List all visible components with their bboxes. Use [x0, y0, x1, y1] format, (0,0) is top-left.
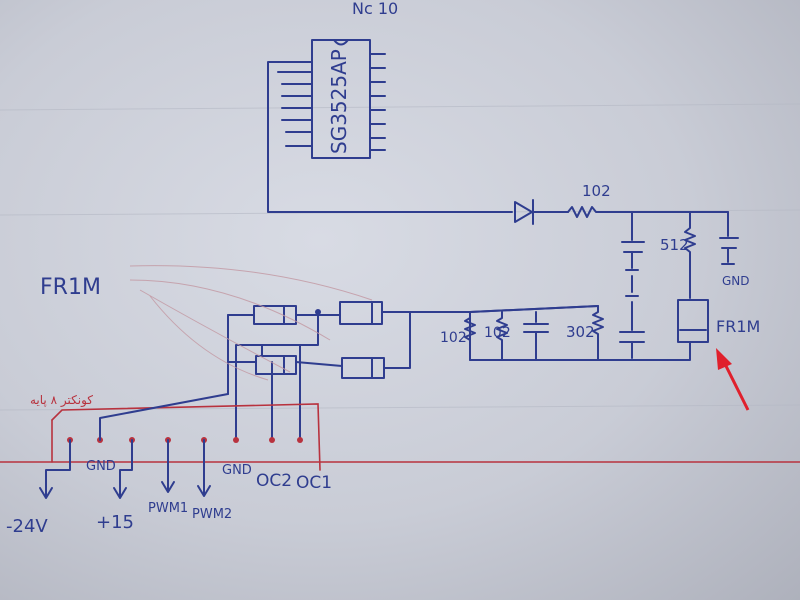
diode-network-left: [227, 301, 411, 441]
resistor-102b: 102: [484, 311, 511, 361]
connector-8pin: [0, 403, 800, 471]
red-pointer-arrow: [716, 348, 750, 411]
gnd-right-label: GND: [722, 274, 750, 288]
pin-label-pwm1: PWM1: [148, 501, 188, 516]
wire-ic-to-diode: [267, 61, 513, 213]
connector-pin-wires: [39, 393, 229, 499]
connector-pin-dots: [67, 437, 303, 443]
wire-to-fr1m-top: [469, 305, 599, 313]
ic-sg3525: SG3525AP: [277, 39, 386, 159]
resistor-512: 512: [660, 211, 696, 299]
pin-label-neg24v: -24V: [6, 516, 48, 537]
faint-guide-curves: [129, 265, 373, 381]
fr1m-left-label: FR1M: [40, 275, 101, 300]
pin-label-oc2: OC2: [256, 471, 292, 491]
paper-rule-lines: [0, 103, 800, 411]
resistor-302-label: 302: [566, 323, 595, 341]
resistor-512-label: 512: [660, 236, 689, 254]
gnd-branch-right: [719, 211, 739, 265]
capacitor-stack-right: [619, 211, 645, 359]
capacitor-middle: [523, 311, 549, 361]
connector-annotation: کونکتر ۸ پایه: [30, 393, 93, 408]
resistor-302: 302: [566, 305, 604, 351]
resistor-102a-label: 102: [440, 330, 467, 346]
resistor-top: 102: [567, 182, 729, 218]
ic-part-number: SG3525AP: [327, 49, 351, 154]
pin-label-gnd-2: GND: [222, 463, 252, 478]
resistor-top-label: 102: [582, 182, 611, 200]
pin-label-plus15: +15: [96, 512, 134, 533]
fr1m-right-label: FR1M: [716, 317, 760, 336]
pin-label-gnd-1: GND: [86, 459, 116, 474]
top-note-label: Nc 10: [352, 0, 398, 18]
resistor-102a: 102: [440, 311, 476, 361]
diode-symbol: [514, 199, 569, 225]
pin-label-pwm2: PWM2: [192, 507, 232, 522]
fr1m-diode-right: FR1M: [677, 299, 760, 343]
pin-label-oc1: OC1: [296, 473, 332, 493]
resistor-102b-label: 102: [484, 325, 511, 341]
